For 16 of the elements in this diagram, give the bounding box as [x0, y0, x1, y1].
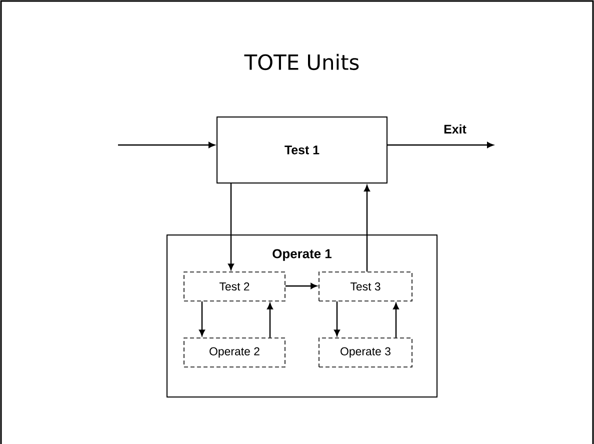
title: TOTE Units	[244, 54, 359, 70]
arrow	[228, 183, 234, 270]
dashed-box: Operate 3	[318, 338, 412, 368]
dashed-box: Test 2	[184, 272, 286, 302]
edge-label: Exit	[442, 123, 468, 135]
arrow	[388, 142, 494, 148]
dashed-box: Operate 2	[184, 338, 286, 368]
arrow	[118, 142, 215, 148]
arrow	[364, 185, 370, 272]
process-box: Test 1	[216, 116, 388, 184]
arrow	[267, 302, 273, 338]
arrow	[285, 283, 318, 289]
arrow	[199, 301, 205, 336]
dashed-box: Test 3	[318, 272, 412, 302]
arrow	[393, 302, 399, 338]
arrow	[334, 301, 340, 336]
